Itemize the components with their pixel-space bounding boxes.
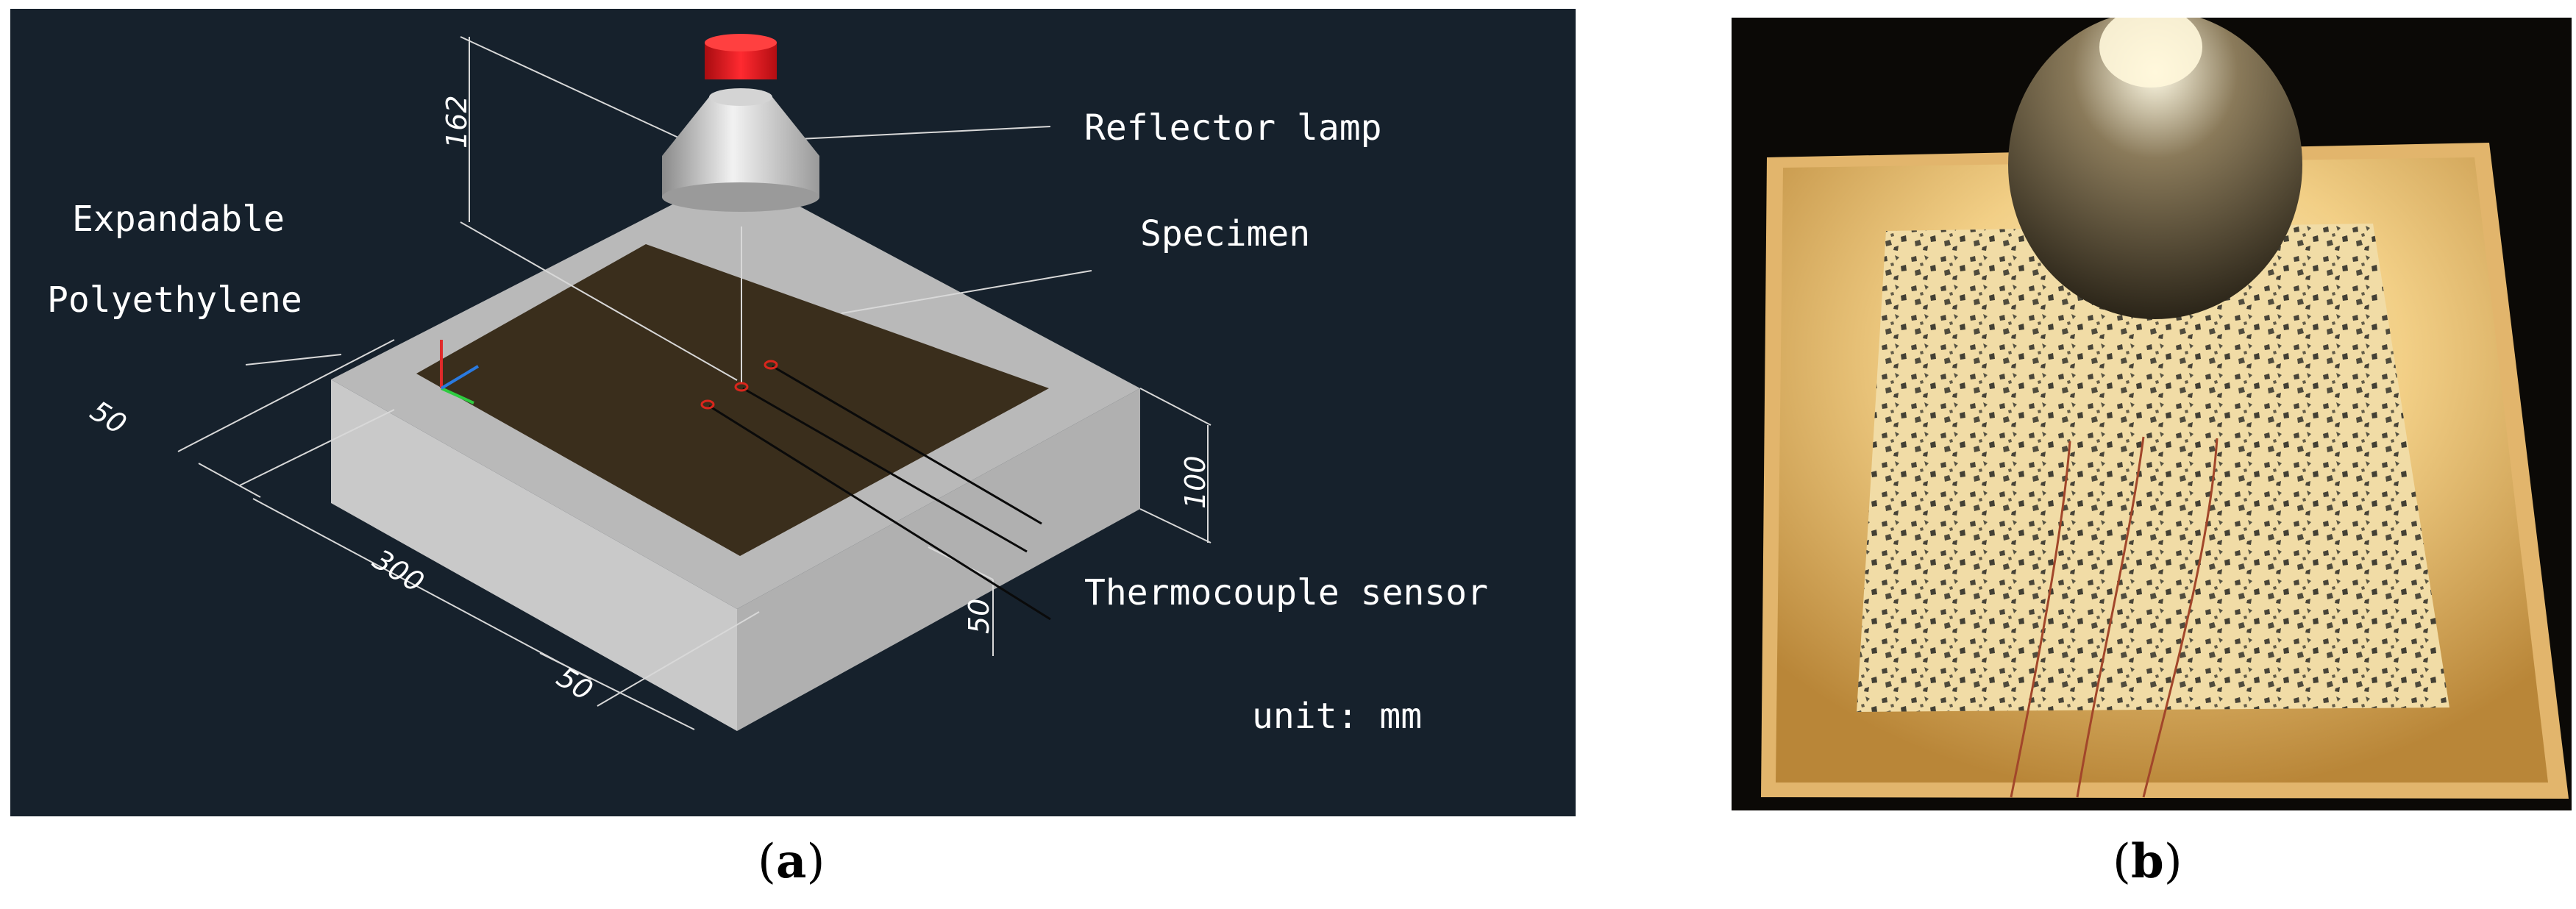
caption-b: (b)	[2113, 834, 2182, 889]
lamp-height-bottom-ext	[460, 221, 738, 381]
schematic-panel: Reflector lamp Specimen Expandable Polye…	[10, 9, 1576, 816]
schematic-drawing: Reflector lamp Specimen Expandable Polye…	[10, 9, 1576, 816]
lamp-bulb-photo	[2008, 18, 2302, 319]
lamp-height-value: 162	[441, 95, 473, 149]
left-dim-line	[198, 463, 261, 498]
thickness-ext-top	[1139, 388, 1211, 426]
caption-a: (a)	[758, 834, 825, 889]
thermocouple-sensor-label: Thermocouple sensor	[1084, 572, 1488, 613]
thermocouple-sensors	[700, 360, 1051, 621]
thermocouple-wires-photo	[2010, 436, 2219, 798]
lamp-cone	[662, 97, 819, 156]
foam-front-right-face	[737, 388, 1140, 731]
depth-value: 50	[963, 599, 995, 634]
specimen-photograph	[1732, 18, 2572, 810]
length-dim-line	[252, 498, 592, 680]
dimension-lines	[177, 36, 1211, 730]
axis-indicator-icon	[440, 340, 480, 404]
lamp-rim	[662, 182, 819, 212]
expandable-label: Expandable	[72, 199, 285, 240]
specimen-aggregate-texture	[1857, 224, 2449, 712]
sensor-point	[734, 382, 749, 392]
left-ext-line-1	[177, 339, 395, 452]
reflector-lamp-icon	[662, 34, 819, 212]
foam-leader	[245, 354, 342, 366]
thickness-ext-bottom	[1139, 508, 1211, 543]
specimen-surface	[416, 244, 1049, 556]
thermocouple-wires	[708, 365, 1051, 621]
bottom-dim-line	[539, 652, 695, 730]
lamp-neck	[709, 88, 772, 106]
polyethylene-label: Polyethylene	[47, 279, 302, 321]
foam-box	[331, 172, 1140, 731]
bottom-ext-line	[597, 611, 760, 707]
left-ext-line-2	[239, 409, 395, 486]
specimen-leader	[841, 270, 1092, 314]
unit-label: unit: mm	[1252, 696, 1422, 737]
lamp-highlight	[2099, 18, 2202, 88]
lamp-leader	[783, 126, 1051, 140]
lamp-cap-top	[705, 34, 777, 51]
reflector-lamp-label: Reflector lamp	[1084, 107, 1382, 149]
photo-panel	[1732, 18, 2572, 810]
foam-front-left-face	[331, 379, 737, 731]
sensor-point	[700, 399, 715, 410]
specimen-label: Specimen	[1140, 213, 1310, 254]
thickness-value: 100	[1179, 455, 1211, 509]
sensor-point	[764, 360, 778, 370]
